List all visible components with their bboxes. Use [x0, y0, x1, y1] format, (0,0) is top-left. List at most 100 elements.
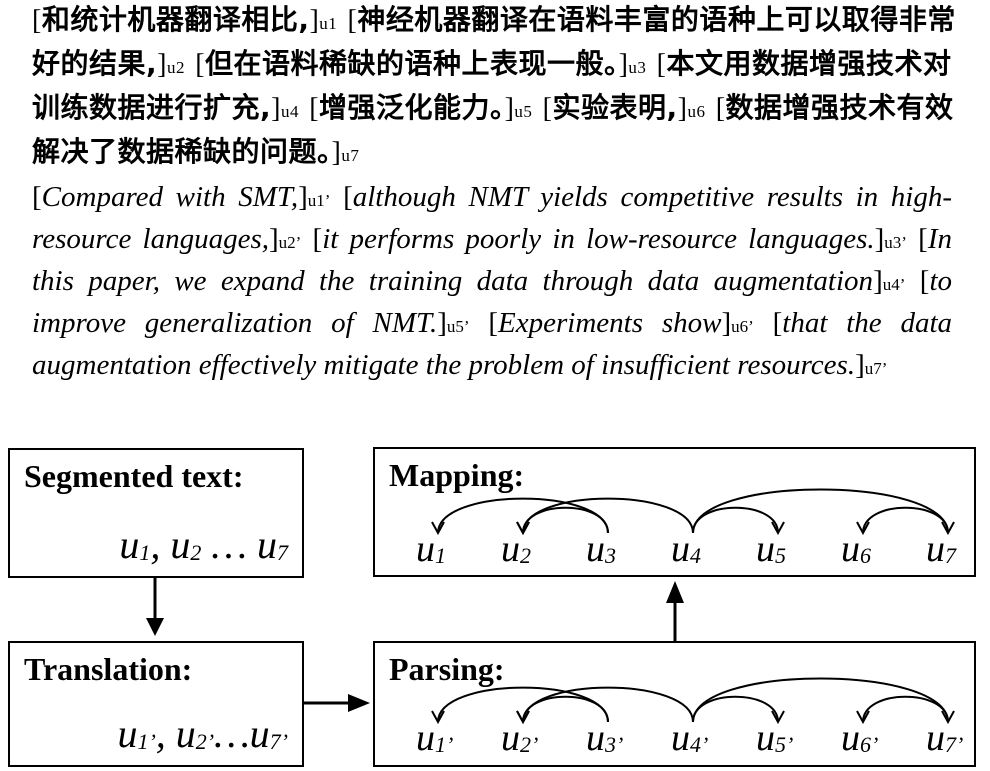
zh-open-bracket: [ — [32, 5, 42, 36]
parsing-unit-subscript: 2’ — [520, 732, 539, 757]
segmented-text-title: Segmented text: — [24, 458, 244, 494]
parsing-unit-2: u2’ — [501, 717, 539, 759]
en-segment-1: Compared with SMT, — [41, 181, 299, 213]
segmented-unit-subscript: 7 — [277, 540, 288, 565]
parsing-unit-5: u5’ — [756, 717, 794, 759]
mapping-unit-subscript: 1 — [435, 543, 446, 568]
translation-unit-subscript: 2’ — [195, 729, 215, 754]
en-open-bracket: [ — [488, 307, 499, 339]
en-unit-mark-6: u6’ — [731, 317, 754, 336]
parsing-relation-arc-6 — [863, 695, 949, 722]
parsing-unit-4: u4’ — [671, 717, 709, 759]
mapping-unit-subscript: 3 — [605, 543, 616, 568]
mapping-unit-subscript: 4 — [690, 543, 701, 568]
segmented-unit-subscript: 1 — [139, 540, 151, 565]
parsing-unit-3: u3’ — [586, 717, 624, 759]
zh-open-bracket: [ — [542, 93, 553, 124]
en-close-bracket: ] — [721, 307, 732, 339]
translation-box: Translation: u1’, u2’…u7’ — [8, 641, 304, 767]
parsing-unit-7: u7’ — [926, 717, 964, 759]
mapping-unit-2: u2 — [501, 528, 531, 570]
mapping-unit-6: u6 — [841, 528, 871, 570]
zh-close-bracket: ] — [271, 93, 281, 124]
en-segment-4: In this paper, we expand the training da… — [32, 223, 953, 297]
en-segment-5: to improve generalization of NMT. — [32, 265, 953, 339]
en-unit-mark-4: u4’ — [882, 275, 906, 294]
parsing-unit-subscript: 1’ — [435, 732, 454, 757]
mapping-unit-5: u5 — [756, 528, 786, 570]
zh-segment-4: 本文用数据增强技术对训练数据进行扩充, — [32, 47, 952, 124]
segmented-units: u1, u2 … u7 — [119, 521, 288, 568]
translation-unit-0: u1’ — [117, 711, 156, 756]
parsing-relation-arc-3 — [523, 686, 694, 722]
en-open-bracket: [ — [919, 265, 930, 297]
en-close-bracket: ] — [855, 349, 865, 381]
segmented-unit-2: u2 — [170, 522, 202, 567]
en-close-bracket: ] — [437, 307, 447, 339]
zh-unit-mark-4: u4 — [280, 102, 299, 121]
zh-unit-mark-6: u6 — [687, 102, 706, 121]
english-paragraph: [Compared with SMT,]u1’ [although NMT yi… — [32, 178, 952, 388]
parsing-unit-subscript: 3’ — [605, 732, 624, 757]
parsing-title: Parsing: — [389, 651, 505, 687]
zh-open-bracket: [ — [309, 93, 320, 124]
zh-unit-mark-5: u5 — [514, 102, 533, 121]
mapping-unit-subscript: 6 — [860, 543, 871, 568]
mapping-title: Mapping: — [389, 457, 525, 493]
flow-arrowhead-trans-to-parse — [348, 694, 370, 712]
parsing-relations — [438, 677, 949, 722]
parsing-relation-arc-5 — [692, 677, 948, 722]
zh-segment-6: 实验表明, — [552, 91, 678, 124]
translation-units: u1’, u2’…u7’ — [117, 710, 288, 757]
flow-arrowhead-parse-to-map — [666, 581, 684, 603]
segmented-text-box: Segmented text: u1, u2 … u7 — [8, 448, 304, 578]
en-open-bracket: [ — [343, 181, 353, 213]
zh-close-bracket: ] — [677, 93, 688, 124]
flow-arrowhead-seg-to-trans — [146, 618, 164, 636]
en-close-bracket: ] — [873, 265, 883, 297]
parsing-unit-subscript: 4’ — [690, 732, 709, 757]
mapping-unit-1: u1 — [416, 528, 446, 570]
segmented-separator: … — [201, 522, 257, 567]
mapping-unit-4: u4 — [671, 528, 701, 570]
zh-close-bracket: ] — [618, 49, 629, 80]
en-close-bracket: ] — [874, 223, 885, 255]
mapping-unit-subscript: 2 — [520, 543, 531, 568]
segmented-unit-0: u1 — [119, 522, 151, 567]
zh-open-bracket: [ — [715, 93, 726, 124]
parsing-unit-subscript: 6’ — [860, 732, 879, 757]
segmented-separator: , — [150, 522, 171, 567]
chinese-paragraph: [和统计机器翻译相比,]u1 [神经机器翻译在语料丰富的语种上可以取得非常好的结… — [32, 0, 962, 176]
mapping-unit-subscript: 5 — [775, 543, 786, 568]
mapping-relation-arc-6 — [863, 506, 949, 533]
zh-open-bracket: [ — [656, 49, 667, 80]
en-close-bracket: ] — [268, 223, 279, 255]
en-close-bracket: ] — [298, 181, 308, 213]
zh-segment-1: 和统计机器翻译相比, — [41, 3, 310, 36]
parsing-unit-subscript: 7’ — [945, 732, 964, 757]
zh-unit-mark-2: u2 — [166, 58, 185, 77]
mapping-relation-arc-5 — [692, 488, 948, 533]
zh-segment-7: 数据增强技术有效解决了数据稀缺的问题。 — [32, 91, 954, 168]
parsing-unit-subscript: 5’ — [775, 732, 794, 757]
en-open-bracket: [ — [312, 223, 323, 255]
translation-unit-2: u2’ — [175, 711, 215, 756]
mapping-unit-7: u7 — [926, 528, 956, 570]
en-unit-mark-3: u3’ — [884, 233, 907, 252]
translation-separator: , — [155, 711, 176, 756]
en-open-bracket: [ — [772, 307, 783, 339]
en-open-bracket: [ — [918, 223, 928, 255]
en-segment-2: although NMT yields competitive results … — [32, 181, 952, 255]
zh-segment-5: 增强泛化能力。 — [319, 91, 505, 124]
mapping-unit-3: u3 — [586, 528, 616, 570]
zh-open-bracket: [ — [195, 49, 206, 80]
parsing-unit-6: u6’ — [841, 717, 879, 759]
zh-open-bracket: [ — [347, 5, 358, 36]
zh-unit-mark-3: u3 — [628, 58, 647, 77]
en-unit-mark-1: u1’ — [307, 191, 331, 210]
zh-close-bracket: ] — [157, 49, 167, 80]
translation-title: Translation: — [24, 651, 193, 687]
zh-segment-3: 但在语料稀缺的语种上表现一般。 — [205, 47, 619, 80]
zh-unit-mark-1: u1 — [319, 14, 338, 33]
